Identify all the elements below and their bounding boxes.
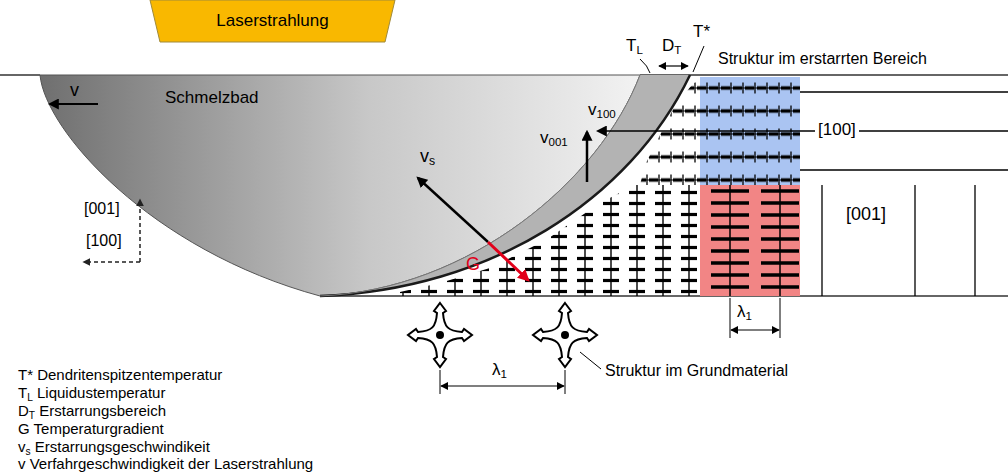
subscript: T	[674, 44, 681, 56]
subscript: L	[636, 44, 642, 56]
tip-isotherm	[320, 75, 690, 296]
melt-pool: Schmelzbad	[40, 72, 700, 300]
liquidus-isotherm	[320, 75, 640, 296]
dimension-line	[731, 329, 779, 330]
growth-label: v001	[540, 128, 568, 150]
subscript: T	[29, 410, 35, 421]
axis-label: [100]	[86, 232, 122, 250]
red-region	[700, 185, 800, 296]
growth-arrow	[598, 130, 1008, 132]
direction-label: [001]	[846, 204, 886, 225]
laser-label: Laserstrahlung	[216, 11, 328, 31]
axis-label: [001]	[84, 200, 120, 218]
vertical-dendrites	[700, 185, 800, 296]
spacing-label: λ1	[492, 360, 507, 382]
subscript: 100	[597, 108, 616, 120]
subscript: 001	[549, 136, 568, 148]
dendrite-line	[800, 169, 1008, 170]
dendrite-line	[914, 185, 915, 296]
leader-line	[693, 46, 704, 72]
leader-line	[640, 59, 650, 73]
legend-text: vs Erstarrungsgeschwindikeit	[18, 438, 210, 458]
dendrite-line	[800, 91, 1008, 92]
subscript: 1	[746, 310, 752, 322]
subscript: L	[27, 392, 33, 403]
legend-text: G Temperaturgradient	[18, 420, 164, 437]
melt-pool-outline	[40, 72, 700, 300]
melt-pool-shape	[40, 75, 640, 296]
growth-label: v100	[588, 100, 616, 122]
axis-arrow	[139, 200, 141, 262]
dimension-tick	[780, 298, 781, 338]
growth-arrow	[586, 132, 589, 182]
solidification-label: vs	[420, 146, 435, 168]
range-label: DT	[662, 36, 681, 58]
laser-beam-shape	[150, 0, 395, 42]
leader-line	[580, 352, 601, 369]
subscript: 1	[501, 368, 507, 380]
laser-beam-box: Laserstrahlung	[150, 0, 395, 42]
legend-text: T* Dendritenspitzentemperatur	[18, 366, 222, 383]
axis-arrow	[84, 261, 140, 263]
dimension-tick	[565, 370, 566, 394]
surface-line	[640, 74, 1008, 76]
velocity-label: v	[70, 80, 79, 101]
dimension-tick	[440, 370, 441, 394]
dimension-line	[659, 65, 688, 66]
isotherm-label: TL	[626, 36, 643, 58]
spacing-label: λ1	[737, 302, 752, 324]
dendrite-line	[821, 185, 822, 296]
legend-text: v Verfahrgeschwindigkeit der Laserstrahl…	[18, 455, 313, 472]
structure-label: Struktur im erstarrten Bereich	[718, 50, 927, 68]
gradient-arrow	[488, 242, 528, 280]
crystal-symbol	[408, 303, 472, 367]
melt-pool-label: Schmelzbad	[165, 88, 259, 108]
legend-text: TL Liquidustemperatur	[18, 384, 165, 404]
dendrite-line	[974, 185, 975, 296]
dimension-tick	[730, 298, 731, 338]
velocity-arrow	[50, 103, 98, 105]
solidification-arrow	[418, 178, 488, 242]
isotherm-label: T*	[693, 22, 710, 42]
structure-label: Struktur im Grundmaterial	[605, 362, 788, 380]
subscript: s	[429, 154, 435, 168]
legend-text: DT Erstarrungsbereich	[18, 402, 166, 422]
mushy-zone	[320, 75, 690, 296]
gradient-label: G	[466, 254, 480, 275]
dimension-line	[441, 385, 564, 386]
surface-line	[0, 74, 40, 76]
direction-label: [100]	[815, 120, 859, 140]
